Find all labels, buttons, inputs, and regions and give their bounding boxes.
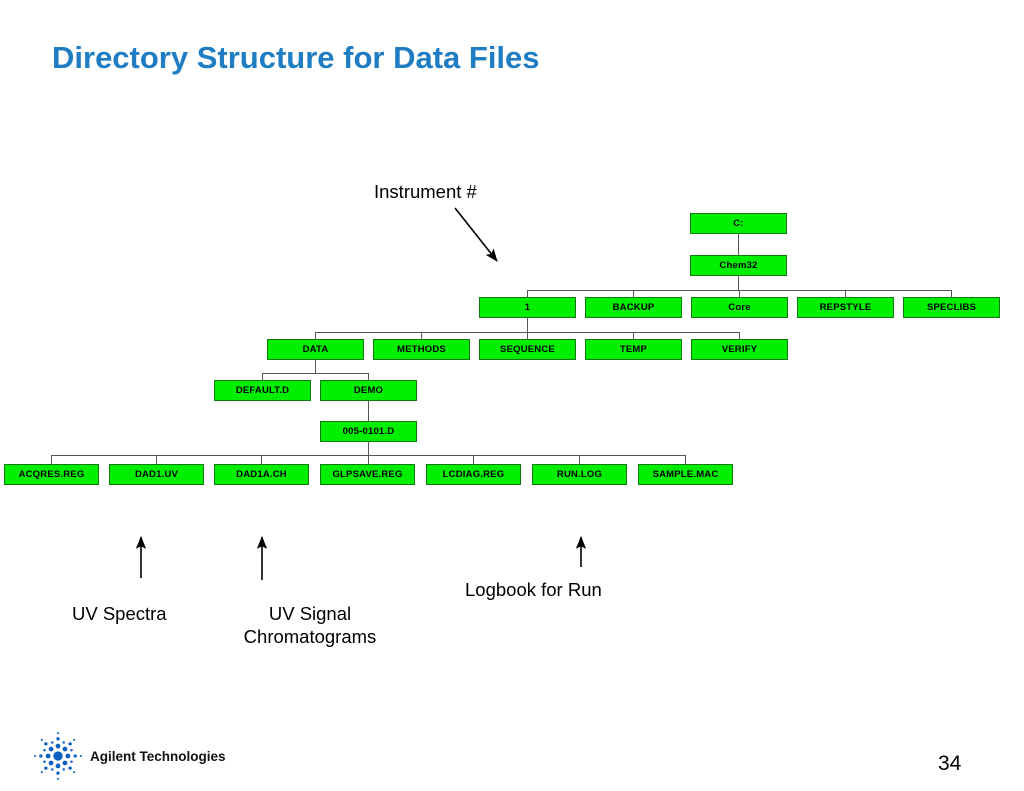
tree-node-dad1-uv[interactable]: DAD1.UV bbox=[109, 464, 204, 485]
annotation-uv-signal-line2: Chromatograms bbox=[243, 626, 377, 648]
tree-node-005-0101-d[interactable]: 005-0101.D bbox=[320, 421, 417, 442]
annotation-uv-spectra-label: UV Spectra bbox=[72, 603, 167, 624]
tree-node-verify[interactable]: VERIFY bbox=[691, 339, 788, 360]
connector-bus-to-verify bbox=[739, 332, 740, 339]
connector-bus-to-runlog bbox=[579, 455, 580, 464]
tree-node-core[interactable]: Core bbox=[691, 297, 788, 318]
agilent-starburst-icon bbox=[34, 732, 82, 780]
connector-bus-to-backup bbox=[633, 290, 634, 297]
annotation-uv-signal-line1: UV Signal bbox=[268, 603, 352, 624]
connector-bus-to-speclibs bbox=[951, 290, 952, 297]
page-title: Directory Structure for Data Files bbox=[52, 40, 540, 75]
connector-bus-to-methods bbox=[421, 332, 422, 339]
connector-bus-to-data bbox=[315, 332, 316, 339]
tree-node-default-d[interactable]: DEFAULT.D bbox=[214, 380, 311, 401]
connector-chem32-drop bbox=[738, 276, 739, 290]
tree-node-c-drive[interactable]: C: bbox=[690, 213, 787, 234]
connector-bus-to-dad1ach bbox=[261, 455, 262, 464]
tree-node-sample-mac[interactable]: SAMPLE.MAC bbox=[638, 464, 733, 485]
connector-bus-to-sequence bbox=[527, 332, 528, 339]
tree-node-speclibs[interactable]: SPECLIBS bbox=[903, 297, 1000, 318]
tree-node-sequence[interactable]: SEQUENCE bbox=[479, 339, 576, 360]
connector-data-bus bbox=[262, 373, 369, 374]
tree-node-acqres-reg[interactable]: ACQRES.REG bbox=[4, 464, 99, 485]
instrument-arrow-icon bbox=[454, 207, 498, 262]
tree-node-demo[interactable]: DEMO bbox=[320, 380, 417, 401]
connector-demo-to-run bbox=[368, 401, 369, 421]
annotation-logbook-label: Logbook for Run bbox=[465, 579, 602, 600]
connector-run-drop bbox=[368, 442, 369, 455]
tree-node-dad1a-ch[interactable]: DAD1A.CH bbox=[214, 464, 309, 485]
connector-bus-to-lcdiag bbox=[473, 455, 474, 464]
page-number: 34 bbox=[938, 752, 962, 775]
tree-node-glpsave-reg[interactable]: GLPSAVE.REG bbox=[320, 464, 415, 485]
connector-bus-to-dad1uv bbox=[156, 455, 157, 464]
connector-bus-to-instrument1 bbox=[527, 290, 528, 297]
connector-data-drop bbox=[315, 360, 316, 373]
connector-bus-to-samplemac bbox=[685, 455, 686, 464]
tree-node-run-log[interactable]: RUN.LOG bbox=[532, 464, 627, 485]
connector-bus-to-glpsave bbox=[368, 455, 369, 464]
connector-instrument1-drop bbox=[527, 318, 528, 332]
connector-bus-to-repstyle bbox=[845, 290, 846, 297]
connector-bus-to-temp bbox=[633, 332, 634, 339]
connector-c-to-chem32 bbox=[738, 234, 739, 255]
agilent-logo: Agilent Technologies bbox=[32, 730, 262, 782]
tree-node-backup[interactable]: BACKUP bbox=[585, 297, 682, 318]
tree-node-temp[interactable]: TEMP bbox=[585, 339, 682, 360]
connector-bus-to-demo bbox=[368, 373, 369, 380]
tree-node-instrument-1[interactable]: 1 bbox=[479, 297, 576, 318]
tree-node-data[interactable]: DATA bbox=[267, 339, 364, 360]
connector-bus-to-acqres bbox=[51, 455, 52, 464]
annotation-instrument-label: Instrument # bbox=[374, 181, 477, 202]
tree-node-chem32[interactable]: Chem32 bbox=[690, 255, 787, 276]
tree-node-methods[interactable]: METHODS bbox=[373, 339, 470, 360]
annotation-uv-signal-label: UV Signal Chromatograms bbox=[224, 602, 396, 648]
connector-bus-to-defaultd bbox=[262, 373, 263, 380]
tree-node-lcdiag-reg[interactable]: LCDIAG.REG bbox=[426, 464, 521, 485]
agilent-logo-text: Agilent Technologies bbox=[90, 748, 226, 764]
connector-bus-to-core bbox=[739, 290, 740, 297]
tree-node-repstyle[interactable]: REPSTYLE bbox=[797, 297, 894, 318]
